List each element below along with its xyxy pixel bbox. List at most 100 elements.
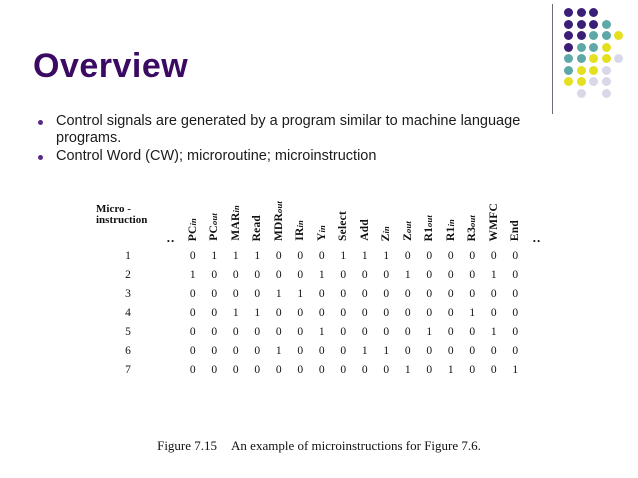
cell-6-end: 0 (512, 344, 519, 357)
cell-5-select: 0 (340, 325, 347, 338)
header-signal-r1-out: R1out (423, 214, 436, 241)
cell-3-end: 0 (512, 287, 519, 300)
cell-7-r3-out: 0 (469, 363, 476, 376)
decorative-dot (589, 42, 598, 52)
cell-6-add: 1 (361, 344, 368, 357)
row-ellipsis-left (160, 360, 182, 379)
decorative-dot (564, 77, 573, 86)
cell-5-r1-in: 0 (447, 325, 454, 338)
cell-6-z-out: 0 (404, 344, 411, 357)
row-ellipsis-left (160, 246, 182, 265)
decorative-dot (564, 8, 573, 17)
cell-5-add: 0 (361, 325, 368, 338)
header-signal-y-in: Yin (315, 224, 328, 241)
cell-5-z-out: 0 (404, 325, 411, 338)
decorative-dot (564, 19, 573, 29)
decorative-dot (589, 19, 598, 29)
header-ellipsis-left: .. (166, 230, 176, 245)
cell-5-r3-out: 0 (469, 325, 476, 338)
cell-3-add: 0 (361, 287, 368, 300)
cell-4-wmfc: 0 (490, 306, 497, 319)
row-ellipsis-left (160, 265, 182, 284)
cell-1-z-out: 0 (404, 249, 411, 262)
cell-3-mar-in: 0 (232, 287, 239, 300)
cell-4-mar-in: 1 (232, 306, 239, 319)
cell-1-r1-out: 0 (426, 249, 433, 262)
row-ellipsis-right (526, 322, 548, 341)
cell-5-y-in: 1 (318, 325, 325, 338)
decorative-dot (589, 31, 598, 40)
cell-1-read: 1 (254, 249, 261, 262)
cell-1-select: 1 (340, 249, 347, 262)
cell-5-pc-out: 0 (211, 325, 218, 338)
cell-3-r1-out: 0 (426, 287, 433, 300)
cell-2-y-in: 1 (318, 268, 325, 281)
decorative-dot (564, 54, 573, 63)
row-label: 6 (125, 344, 131, 357)
cell-3-wmfc: 0 (490, 287, 497, 300)
cell-7-read: 0 (254, 363, 261, 376)
cell-2-wmfc: 1 (490, 268, 497, 281)
cell-7-ir-in: 0 (297, 363, 304, 376)
decorative-dot (589, 54, 598, 63)
decorative-dot (589, 8, 598, 17)
cell-1-r1-in: 0 (447, 249, 454, 262)
row-ellipsis-right (526, 284, 548, 303)
row-ellipsis-right (526, 303, 548, 322)
cell-6-z-in: 1 (383, 344, 390, 357)
cell-3-r1-in: 0 (447, 287, 454, 300)
decorative-dot (614, 54, 623, 63)
cell-7-r1-in: 1 (447, 363, 454, 376)
decorative-dot (576, 77, 586, 86)
header-signal-select: Select (337, 211, 350, 241)
cell-3-y-in: 0 (318, 287, 325, 300)
cell-6-pc-in: 0 (189, 344, 196, 357)
cell-5-wmfc: 1 (490, 325, 497, 338)
decorative-dot (564, 42, 573, 52)
list-item: Control signals are generated by a progr… (38, 113, 578, 146)
decorative-dot (576, 8, 586, 17)
header-signal-end: End (509, 219, 522, 241)
cell-6-mar-in: 0 (232, 344, 239, 357)
cell-4-r3-out: 1 (469, 306, 476, 319)
cell-3-read: 0 (254, 287, 261, 300)
header-signal-r3-out: R3out (466, 214, 479, 241)
bullet-text: Control signals are generated by a progr… (56, 113, 521, 146)
bullet-text: Control Word (CW); microroutine; microin… (56, 148, 377, 164)
cell-1-z-in: 1 (383, 249, 390, 262)
cell-2-r3-out: 0 (469, 268, 476, 281)
bullet-marker-icon (38, 120, 43, 125)
cell-2-end: 0 (512, 268, 519, 281)
cell-4-mdr-out: 0 (275, 306, 282, 319)
row-ellipsis-left (160, 284, 182, 303)
cell-1-y-in: 0 (318, 249, 325, 262)
decorative-dot-grid (538, 0, 638, 122)
list-item: Control Word (CW); microroutine; microin… (38, 148, 578, 165)
decorative-dot (564, 31, 573, 40)
cell-6-wmfc: 0 (490, 344, 497, 357)
cell-4-pc-in: 0 (189, 306, 196, 319)
cell-7-z-out: 1 (404, 363, 411, 376)
decorative-dot (576, 88, 586, 98)
header-microinstruction: Micro -instruction (96, 202, 148, 226)
cell-5-r1-out: 1 (426, 325, 433, 338)
cell-6-r1-out: 0 (426, 344, 433, 357)
header-signal-z-in: Zin (380, 225, 393, 241)
cell-1-mdr-out: 0 (275, 249, 282, 262)
row-label: 7 (125, 363, 131, 376)
cell-6-y-in: 0 (318, 344, 325, 357)
cell-5-end: 0 (512, 325, 519, 338)
cell-4-y-in: 0 (318, 306, 325, 319)
cell-5-z-in: 0 (383, 325, 390, 338)
cell-3-mdr-out: 1 (275, 287, 282, 300)
header-signal-pc-in: PCin (186, 217, 199, 241)
cell-2-pc-in: 1 (189, 268, 196, 281)
cell-2-mar-in: 0 (232, 268, 239, 281)
cell-7-y-in: 0 (318, 363, 325, 376)
